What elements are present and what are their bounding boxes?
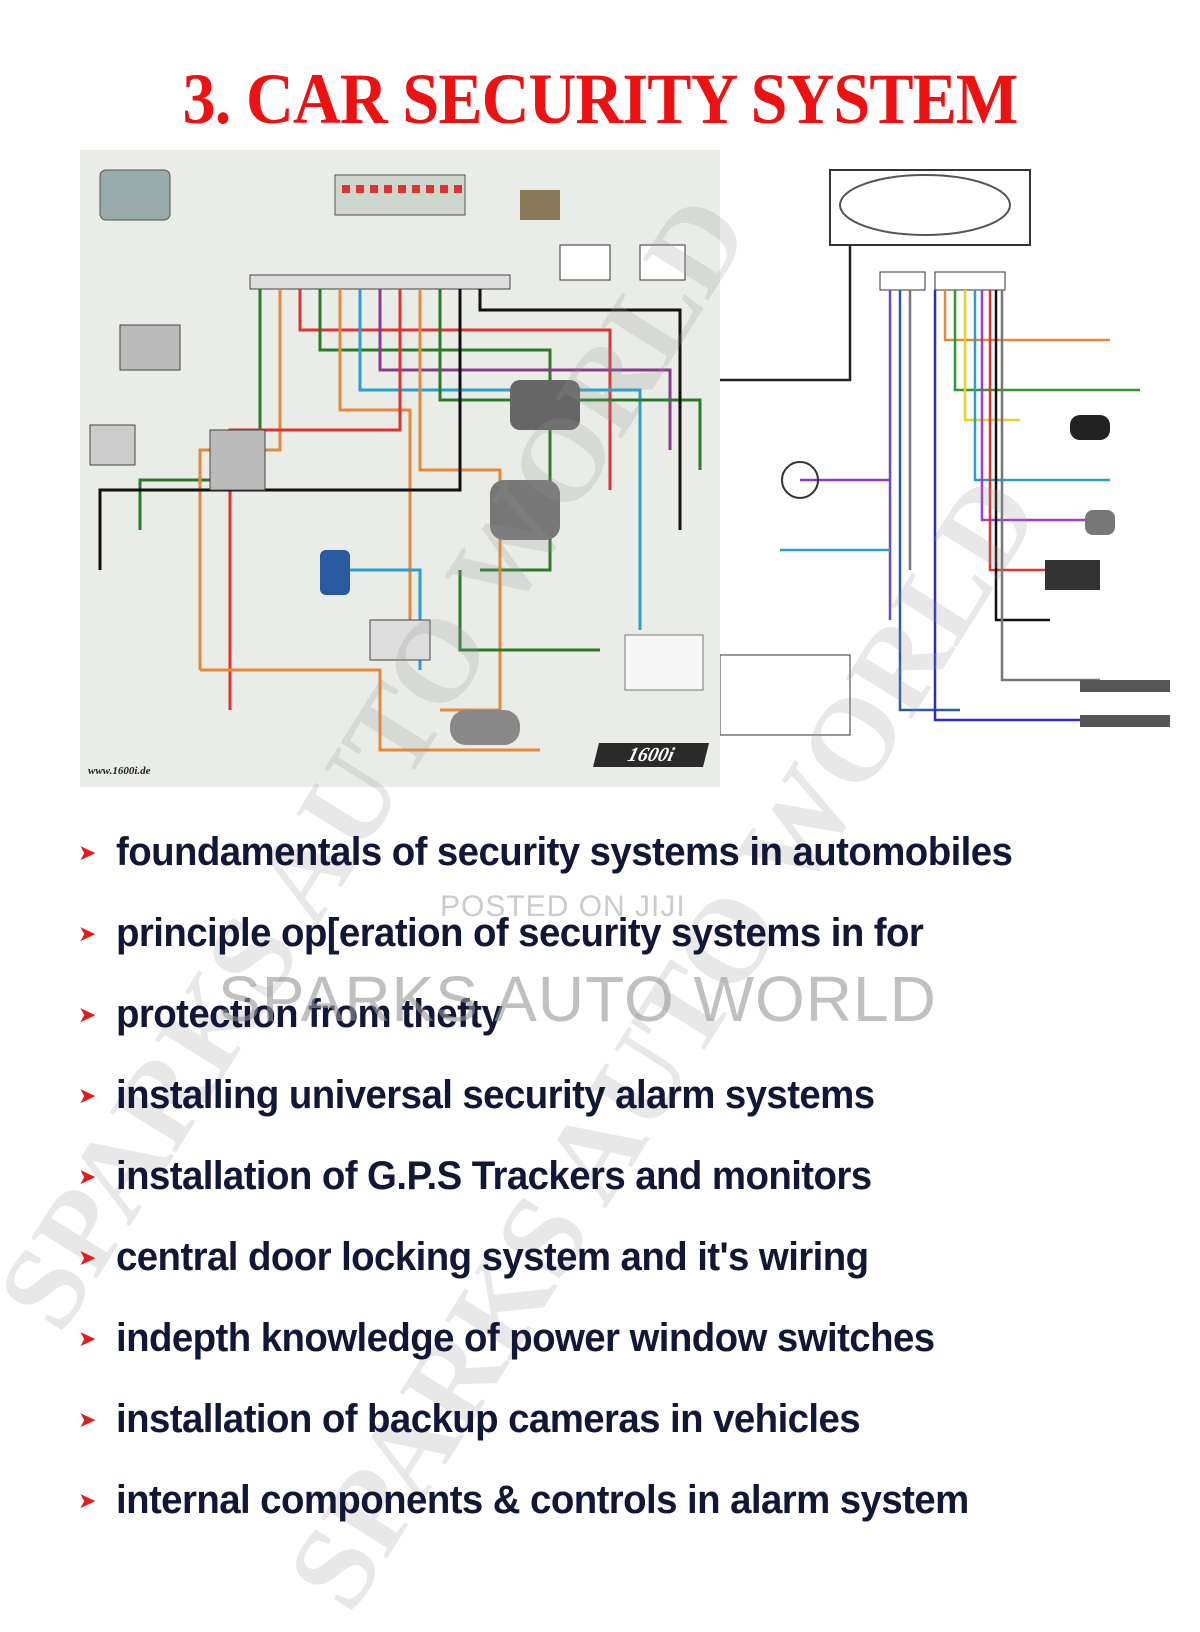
diagram-credit: www.1600i.de — [88, 765, 151, 777]
alarm-wiring-diagram — [720, 150, 1200, 787]
door-actuator-1 — [1080, 680, 1170, 692]
list-item: ➤ central door locking system and it's wi… — [78, 1217, 1050, 1298]
list-item-text: internal components & controls in alarm … — [116, 1478, 969, 1522]
door-actuator-2 — [1080, 715, 1170, 727]
arrowhead-right-icon: ➤ — [78, 1487, 97, 1513]
brand-logo: 1600i — [593, 743, 709, 767]
list-item-text: foundamentals of security systems in aut… — [116, 830, 1013, 874]
list-item-text: central door locking system and it's wir… — [116, 1235, 869, 1279]
led-indicator — [781, 461, 819, 499]
ignition-switch — [1085, 510, 1115, 535]
ignition-module — [89, 424, 136, 466]
list-item: ➤ protection from thefty — [78, 974, 1050, 1055]
alarm-wiring-svg — [720, 169, 1170, 736]
ecu-connector — [334, 174, 466, 216]
brand-emblem — [839, 174, 1011, 236]
list-item: ➤ internal components & controls in alarm… — [78, 1460, 1050, 1541]
arrowhead-right-icon: ➤ — [78, 920, 97, 946]
list-item-text: installation of backup cameras in vehicl… — [116, 1397, 861, 1441]
arrowhead-right-icon: ➤ — [78, 1082, 97, 1108]
arrowhead-right-icon: ➤ — [78, 1325, 97, 1351]
list-item: ➤ principle op[eration of security system… — [78, 893, 1050, 974]
lambda-sensor — [450, 710, 520, 745]
list-item: ➤ foundamentals of security systems in au… — [78, 812, 1050, 893]
list-item: ➤ installation of G.P.S Trackers and moni… — [78, 1136, 1050, 1217]
arrowhead-right-icon: ➤ — [78, 1001, 97, 1027]
list-item-text: indepth knowledge of power window switch… — [116, 1316, 935, 1360]
ecu-unit — [99, 169, 171, 221]
arrowhead-right-icon: ➤ — [78, 839, 97, 865]
feature-list: ➤ foundamentals of security systems in au… — [78, 812, 1050, 1541]
list-item: ➤ installing universal security alarm sys… — [78, 1055, 1050, 1136]
list-item-text: principle op[eration of security systems… — [116, 911, 924, 955]
fuel-relay — [639, 244, 686, 281]
list-item: ➤ indepth knowledge of power window switc… — [78, 1298, 1050, 1379]
page-title: 3. CAR SECURITY SYSTEM — [182, 59, 1019, 139]
intake-part — [490, 480, 560, 540]
relay-module — [720, 654, 851, 736]
list-item: ➤ installation of backup cameras in vehic… — [78, 1379, 1050, 1460]
list-item-text: installing universal security alarm syst… — [116, 1073, 875, 1117]
throttle-body — [510, 380, 580, 430]
engine-wiring-svg — [89, 169, 704, 752]
siren — [1070, 415, 1110, 440]
list-item-text: installation of G.P.S Trackers and monit… — [116, 1154, 872, 1198]
arrowhead-right-icon: ➤ — [78, 1406, 97, 1432]
battery — [1045, 560, 1100, 590]
list-item-text: protection from thefty — [116, 992, 503, 1036]
arrowhead-right-icon: ➤ — [78, 1163, 97, 1189]
injector-rail — [369, 619, 431, 661]
arrowhead-right-icon: ➤ — [78, 1244, 97, 1270]
fuel-pump — [320, 550, 350, 595]
distributor-part — [119, 324, 181, 371]
legend-box — [624, 634, 704, 691]
coil-pack — [209, 429, 266, 491]
engine-wiring-diagram: www.1600i.de 1600i — [80, 150, 720, 787]
sensor-part — [520, 190, 560, 220]
alarm-module — [829, 169, 1031, 246]
terminal-strip — [249, 274, 511, 290]
relay-box — [559, 244, 611, 281]
